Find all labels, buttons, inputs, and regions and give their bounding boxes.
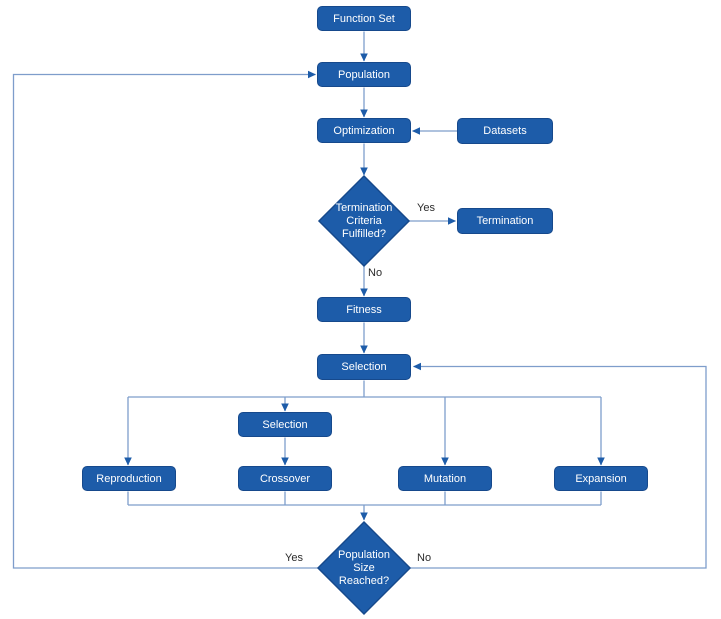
node-datasets: Datasets — [457, 118, 553, 144]
node-selection-main: Selection — [317, 354, 411, 380]
node-expansion: Expansion — [554, 466, 648, 491]
node-fitness: Fitness — [317, 297, 411, 322]
node-crossover: Crossover — [238, 466, 332, 491]
node-reproduction: Reproduction — [82, 466, 176, 491]
edge-label-termination-yes: Yes — [417, 202, 435, 214]
node-population: Population — [317, 62, 411, 87]
connector-decision2-no-loop-to-selection — [410, 362, 707, 569]
node-selection-sub: Selection — [238, 412, 332, 437]
decision-population-size-label: Population Size Reached? — [338, 548, 390, 587]
node-function-set: Function Set — [317, 6, 411, 31]
connector-decision2-yes-loop-to-population — [12, 70, 318, 569]
decision-termination-criteria-shape — [317, 174, 411, 268]
decision-population-size-shape — [316, 520, 412, 616]
edge-label-termination-no: No — [368, 267, 383, 279]
edge-label-population-yes: Yes — [285, 552, 303, 564]
node-mutation: Mutation — [398, 466, 492, 491]
edge-label-population-no: No — [417, 552, 432, 564]
node-termination: Termination — [457, 208, 553, 234]
decision-termination-criteria-label: Termination Criteria Fulfilled? — [335, 201, 393, 240]
node-optimization: Optimization — [317, 118, 411, 143]
